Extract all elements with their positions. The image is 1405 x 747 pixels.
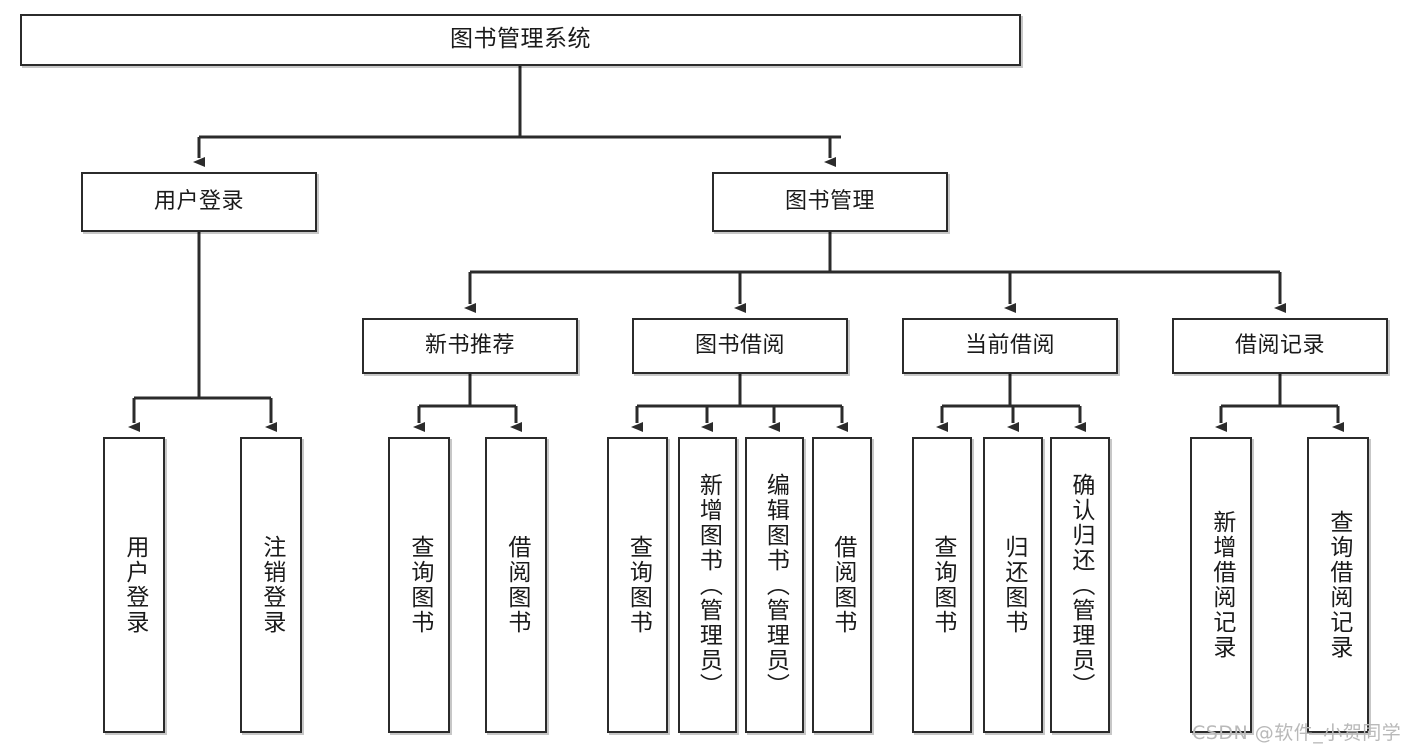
node-leaf-add-borrow-record[interactable]: 新增借阅记录: [1190, 437, 1252, 733]
node-leaf-add-book-admin-label: 新增图书（管理员）: [695, 472, 722, 698]
node-book-manage[interactable]: 图书管理: [712, 172, 948, 232]
node-leaf-query-book-current-label: 查询图书: [929, 535, 956, 635]
node-book-borrow-label: 图书借阅: [694, 332, 785, 358]
node-book-borrow[interactable]: 图书借阅: [632, 318, 848, 374]
node-leaf-confirm-return-admin[interactable]: 确认归还（管理员）: [1050, 437, 1110, 733]
node-leaf-borrow-book-rec[interactable]: 借阅图书: [485, 437, 547, 733]
node-leaf-query-book-current[interactable]: 查询图书: [912, 437, 972, 733]
node-leaf-query-book-borrow-label: 查询图书: [625, 535, 652, 635]
node-leaf-query-book-rec[interactable]: 查询图书: [388, 437, 450, 733]
node-leaf-borrow-book-rec-label: 借阅图书: [503, 535, 530, 635]
node-leaf-user-login[interactable]: 用户登录: [103, 437, 165, 733]
node-leaf-add-borrow-record-label: 新增借阅记录: [1208, 510, 1235, 660]
node-leaf-edit-book-admin[interactable]: 编辑图书（管理员）: [745, 437, 804, 733]
node-leaf-user-login-label: 用户登录: [121, 535, 148, 635]
node-current-borrow[interactable]: 当前借阅: [902, 318, 1118, 374]
node-book-manage-label: 图书管理: [784, 188, 875, 214]
node-new-book-rec-label: 新书推荐: [424, 332, 515, 358]
node-borrow-record-label: 借阅记录: [1234, 332, 1325, 358]
node-leaf-return-book-label: 归还图书: [1000, 535, 1027, 635]
node-leaf-logout-label: 注销登录: [258, 535, 285, 635]
node-leaf-add-book-admin[interactable]: 新增图书（管理员）: [678, 437, 737, 733]
node-current-borrow-label: 当前借阅: [964, 332, 1055, 358]
node-root-label: 图书管理系统: [450, 26, 591, 53]
node-user-login[interactable]: 用户登录: [81, 172, 317, 232]
node-borrow-record[interactable]: 借阅记录: [1172, 318, 1388, 374]
node-root[interactable]: 图书管理系统: [20, 14, 1021, 66]
node-leaf-query-book-rec-label: 查询图书: [406, 535, 433, 635]
node-leaf-borrow-book[interactable]: 借阅图书: [812, 437, 872, 733]
node-leaf-return-book[interactable]: 归还图书: [983, 437, 1043, 733]
watermark: CSDN @软件_小贺同学: [1192, 718, 1401, 745]
node-leaf-confirm-return-admin-label: 确认归还（管理员）: [1067, 472, 1094, 698]
node-leaf-query-book-borrow[interactable]: 查询图书: [607, 437, 668, 733]
node-leaf-query-borrow-record[interactable]: 查询借阅记录: [1307, 437, 1369, 733]
watermark-text: CSDN @软件_小贺同学: [1192, 722, 1402, 744]
node-new-book-rec[interactable]: 新书推荐: [362, 318, 578, 374]
node-leaf-edit-book-admin-label: 编辑图书（管理员）: [762, 472, 789, 698]
node-leaf-borrow-book-label: 借阅图书: [829, 535, 856, 635]
node-leaf-query-borrow-record-label: 查询借阅记录: [1325, 510, 1352, 660]
node-user-login-label: 用户登录: [153, 188, 244, 214]
node-leaf-logout[interactable]: 注销登录: [240, 437, 302, 733]
